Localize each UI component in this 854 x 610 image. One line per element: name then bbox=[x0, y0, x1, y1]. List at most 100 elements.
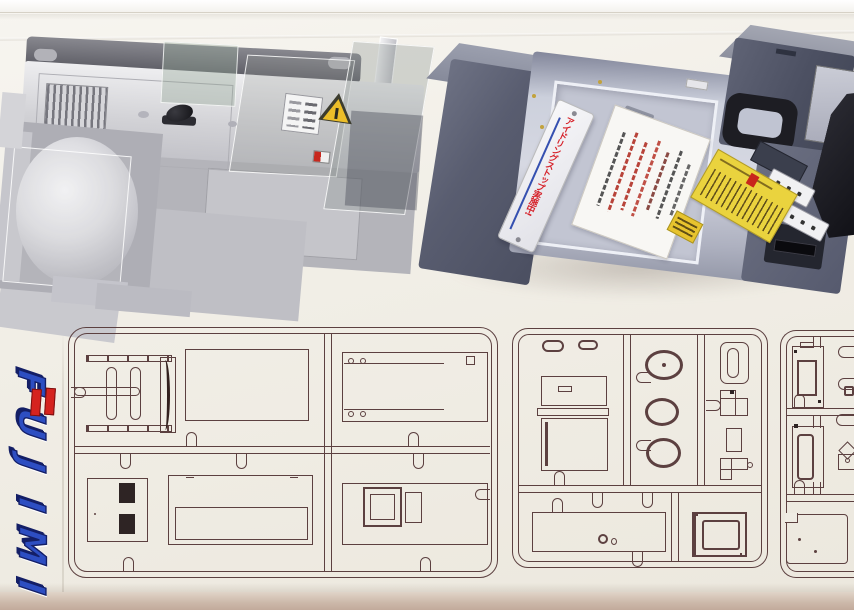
sprue-b-part-l1-tick bbox=[730, 390, 734, 394]
sprue-a-runner-horizontal bbox=[74, 446, 490, 454]
sprue-a-console-dot bbox=[94, 513, 96, 515]
sprue-c-part-1-tick-2 bbox=[818, 400, 821, 403]
sprue-a-part-panel-2-topline bbox=[344, 363, 444, 364]
sprue-a-part-bracket-crossbar bbox=[74, 387, 140, 396]
sprue-a-part-panel-1 bbox=[185, 349, 309, 421]
sprue-a-part-bracket-side bbox=[160, 357, 176, 433]
sprue-b-part-tray bbox=[532, 512, 666, 552]
instruction-card bbox=[280, 92, 324, 136]
sprue-c-edge-pill-2 bbox=[838, 378, 854, 390]
sprue-c-part-2-inner bbox=[797, 434, 814, 480]
sprue-a-nub-5 bbox=[413, 454, 424, 469]
sprue-c-edge-pill-1 bbox=[838, 346, 854, 358]
sprue-c-part-2 bbox=[792, 426, 824, 488]
sprue-b-nub-3 bbox=[642, 493, 653, 508]
sprue-b-cabinet-slot bbox=[558, 386, 572, 392]
sprue-b-part-rect bbox=[726, 428, 742, 452]
sprue-c-part-1-tick-1 bbox=[794, 350, 797, 353]
sprue-b-runner-v1 bbox=[623, 334, 631, 486]
sprue-a-console-window-2 bbox=[119, 514, 135, 534]
sprue-b-tray-foot-1 bbox=[552, 498, 563, 513]
sprue-b-ring-3 bbox=[646, 438, 681, 468]
sprue-c-stub-2 bbox=[813, 416, 821, 428]
sprue-c-part-3-dot-1 bbox=[798, 538, 801, 541]
sprue-a-tray-tick-1 bbox=[186, 477, 194, 478]
sprue-b-runner-horizontal bbox=[518, 485, 762, 493]
notice-text-col-6 bbox=[655, 150, 683, 220]
sprue-a-window-frame-inner bbox=[370, 494, 395, 520]
sprue-c-part-3-notch bbox=[785, 513, 798, 523]
sprue-panel-c bbox=[780, 330, 854, 578]
sprue-c-runner-h2 bbox=[786, 494, 854, 502]
sprue-a-runner-vertical bbox=[324, 333, 332, 572]
button-dot-5 bbox=[799, 219, 806, 226]
plate-screw-top bbox=[571, 110, 578, 117]
sprue-a-part-bracket-botbar bbox=[86, 425, 172, 432]
sprue-a-nub-6 bbox=[123, 557, 134, 572]
sprue-a-part-panel-3 bbox=[342, 483, 488, 545]
sprue-a-part-bracket-pill-1 bbox=[106, 367, 117, 420]
sprue-b-frame-inner bbox=[518, 334, 762, 562]
small-red-label bbox=[312, 150, 331, 164]
box-bottom-shadow bbox=[0, 583, 854, 593]
sprue-a-frame-inner bbox=[74, 333, 492, 572]
sprue-b-nub-2 bbox=[592, 493, 603, 508]
sprue-a-tray-tick-2 bbox=[290, 477, 298, 478]
sprue-a-hinge-3 bbox=[348, 411, 354, 417]
dome-clear-panel bbox=[2, 146, 132, 292]
sprue-b-part-l2-b bbox=[720, 458, 732, 480]
right-product-render: アイドリングストップ実施中! bbox=[418, 24, 854, 322]
box-top-edge bbox=[0, 0, 854, 13]
instruction-card-bars-right bbox=[302, 102, 318, 130]
sprue-a-window-side bbox=[405, 492, 422, 523]
sprue-b-ring-1-dot bbox=[662, 363, 666, 367]
sprue-b-part-pill-2 bbox=[578, 340, 598, 350]
sprue-b-part-bezel bbox=[692, 512, 747, 557]
sprue-a-hinge-1 bbox=[348, 358, 354, 364]
sprue-c-part-1 bbox=[792, 346, 824, 408]
sprue-c-edge-pent-dot bbox=[845, 458, 850, 463]
deck-knob-1 bbox=[138, 111, 149, 118]
sprue-b-nub-1 bbox=[554, 471, 565, 486]
sprue-c-part-2-tick bbox=[794, 424, 798, 428]
sprue-b-part-l2-knob bbox=[747, 462, 753, 468]
sprue-a-hinge-2 bbox=[360, 358, 366, 364]
sprue-b-nub-6 bbox=[706, 400, 721, 411]
sprue-c-part-1-tab bbox=[800, 342, 814, 348]
sprue-a-hinge-4 bbox=[360, 411, 366, 417]
sprue-a-part-console bbox=[87, 478, 148, 542]
sprue-a-nub-1 bbox=[186, 432, 197, 447]
logo-red-bar-1 bbox=[30, 388, 42, 417]
acrylic-dark-recess bbox=[344, 110, 424, 211]
dome bbox=[16, 137, 138, 285]
sprue-a-part-tray bbox=[168, 475, 313, 545]
sprue-c-edge-pill-3 bbox=[836, 414, 854, 426]
sprue-c-stub-3 bbox=[813, 482, 821, 494]
roof-pill-left bbox=[33, 48, 58, 62]
sprue-c-part-1-inner bbox=[797, 360, 817, 396]
sprue-c-frame-outer bbox=[780, 330, 854, 578]
button-dot-4 bbox=[789, 214, 795, 220]
sprue-b-runner-v2 bbox=[697, 334, 705, 486]
sprue-b-cabinet-bottom bbox=[541, 418, 608, 471]
sprue-b-part-pill-1 bbox=[542, 340, 564, 352]
logo-letter-m: M bbox=[9, 524, 53, 568]
deck-knob-2 bbox=[228, 121, 237, 127]
sprue-a-part-panel-2 bbox=[342, 352, 488, 422]
sprue-a-nub-3 bbox=[120, 454, 131, 469]
acrylic-panel-green bbox=[160, 41, 239, 107]
sprue-a-part-bracket-topbar bbox=[86, 355, 172, 362]
sprue-b-part-l1-b bbox=[720, 398, 748, 416]
box-top-edge-shadow bbox=[0, 14, 854, 20]
sprue-a-nub-7 bbox=[420, 557, 431, 572]
box-side-fold bbox=[62, 330, 64, 592]
sprue-c-part-3 bbox=[786, 514, 848, 564]
sprue-b-frame-outer bbox=[512, 328, 768, 568]
logo-red-bar-2 bbox=[44, 387, 56, 416]
sprue-b-cabinet-top bbox=[541, 376, 607, 406]
sprue-a-part-bracket-curve bbox=[162, 360, 170, 430]
sprue-b-tray-circle-1 bbox=[598, 534, 608, 544]
sprue-c-runner-h1 bbox=[786, 408, 854, 416]
sprue-a-nub-2 bbox=[408, 432, 419, 447]
